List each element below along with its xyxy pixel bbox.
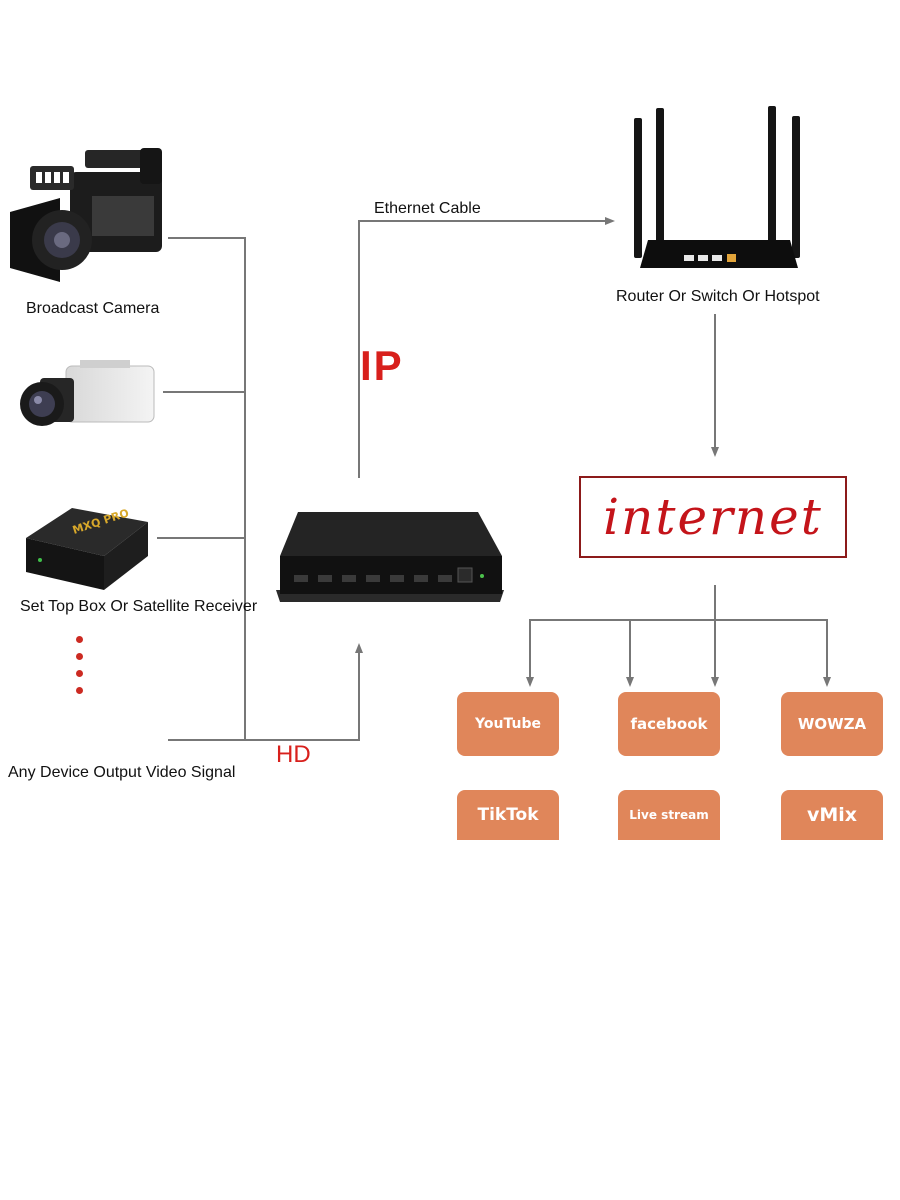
platform-tile-vmix: vMix	[781, 790, 883, 840]
ethernet-cable-label: Ethernet Cable	[374, 200, 481, 217]
set-top-box-icon: MXQ PRO	[26, 506, 148, 590]
cctv-camera-icon	[20, 360, 155, 426]
router-label: Router Or Switch Or Hotspot	[616, 288, 820, 305]
broadcast-camera-label: Broadcast Camera	[26, 300, 160, 317]
platform-label: vMix	[806, 804, 858, 826]
platform-label: TikTok	[477, 805, 539, 825]
more-devices-ellipsis	[76, 636, 83, 704]
platform-tile-facebook: facebook	[618, 692, 720, 756]
internet-label: internet	[603, 488, 823, 546]
platform-label: facebook	[630, 715, 708, 733]
internet-box: internet	[579, 476, 847, 558]
hd-label: HD	[276, 741, 311, 768]
router-icon	[634, 106, 800, 268]
platform-label: WOWZA	[797, 715, 867, 733]
platform-tile-youtube: YouTube	[457, 692, 559, 756]
any-device-label: Any Device Output Video Signal	[8, 764, 236, 781]
encoder-device-icon	[276, 512, 504, 602]
ip-label: IP	[360, 342, 404, 389]
platform-label: YouTube	[475, 716, 541, 732]
ethernet-connector	[358, 217, 615, 478]
internet-to-platforms-connectors	[526, 585, 831, 687]
camcorder-icon	[10, 148, 162, 282]
platform-tile-tiktok: TikTok	[457, 790, 559, 840]
set-top-box-label: Set Top Box Or Satellite Receiver	[20, 598, 258, 615]
platform-label: Live stream	[629, 808, 709, 822]
source-connectors	[157, 237, 363, 741]
platform-tile-live-stream: Live stream	[618, 790, 720, 840]
platform-tile-wowza: WOWZA	[781, 692, 883, 756]
